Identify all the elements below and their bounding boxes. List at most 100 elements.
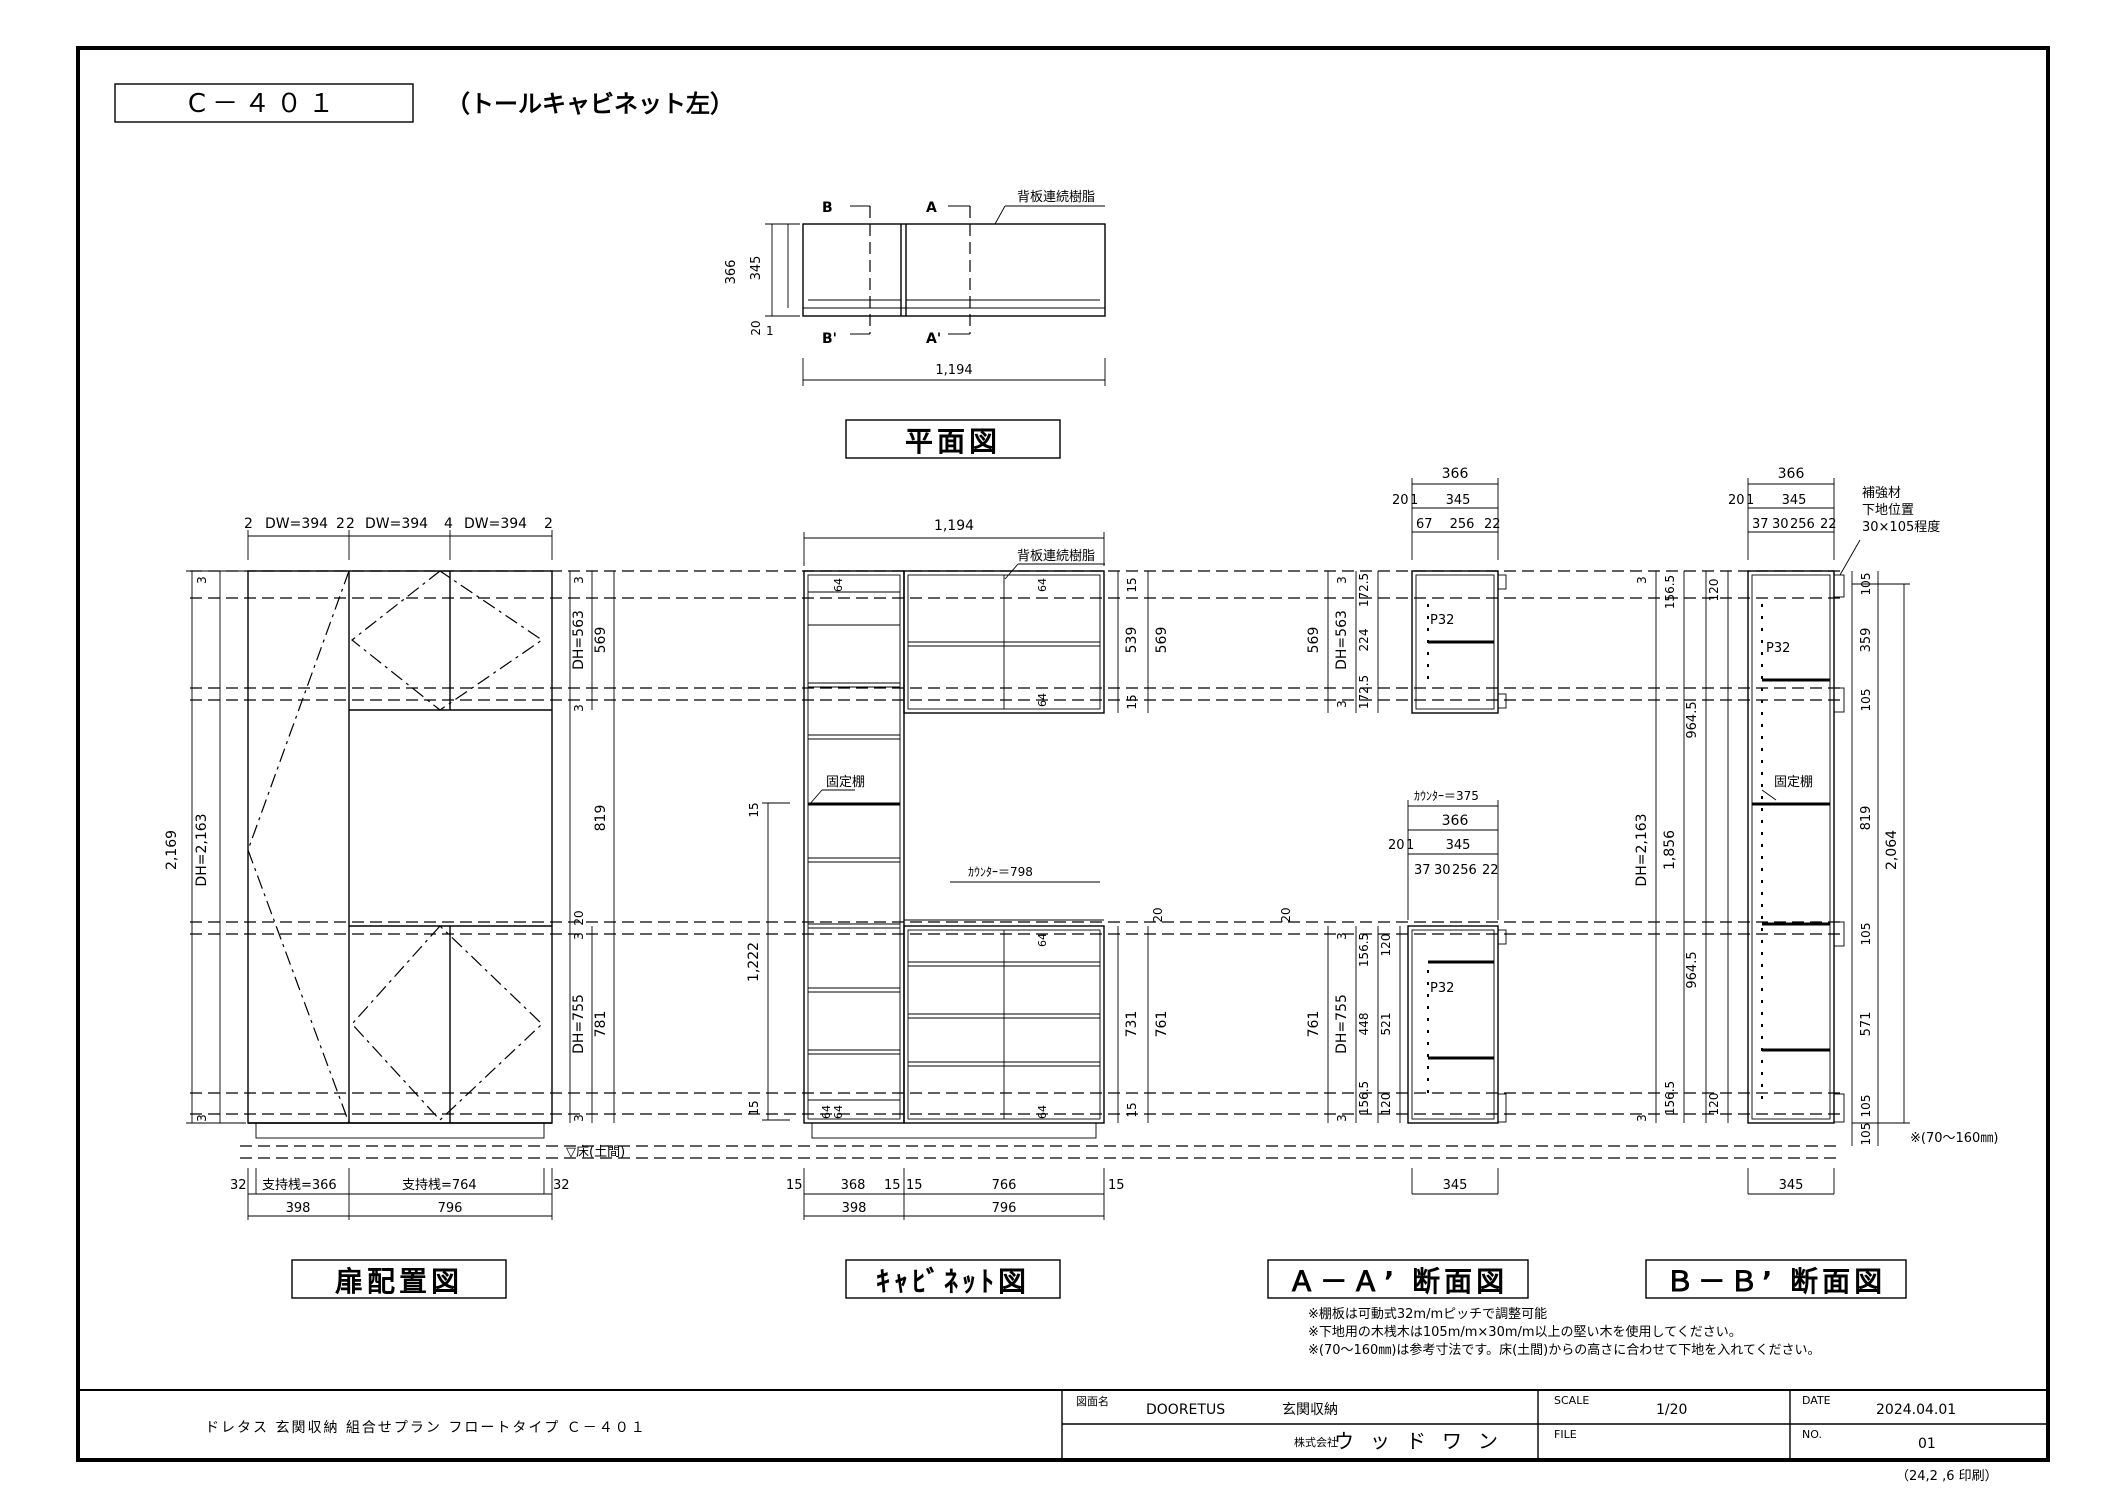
aa-lower-1565a: 156.5 bbox=[1357, 933, 1371, 967]
door-right-dim-781: 781 bbox=[593, 1011, 609, 1038]
cab-right-539: 539 bbox=[1124, 627, 1140, 654]
door-right-dim-3c: 3 bbox=[572, 932, 586, 940]
aa-upper-224: 224 bbox=[1357, 629, 1371, 652]
bb-left-120b: 120 bbox=[1707, 1093, 1721, 1116]
aa-mid-37: 37 bbox=[1414, 863, 1431, 878]
bb-right-819: 819 bbox=[1859, 806, 1874, 831]
aa-top-345: 345 bbox=[1446, 493, 1471, 508]
bb-left-120a: 120 bbox=[1707, 579, 1721, 602]
bb-top-345: 345 bbox=[1782, 493, 1807, 508]
aa-upper-3b: 3 bbox=[1335, 700, 1349, 708]
cab-bottom-398: 398 bbox=[842, 1201, 867, 1216]
section-a-prime-marker: A' bbox=[926, 331, 941, 347]
plan-view: B B' A A' 背板連続樹脂 366 345 20 1 1,194 平面図 bbox=[724, 190, 1106, 459]
aa-top-67: 67 bbox=[1416, 517, 1433, 532]
plan-dim-1: 1 bbox=[766, 324, 774, 338]
cab-right-15a: 15 bbox=[1125, 577, 1139, 592]
door-view: 2 DW=394 2 2 DW=394 4 DW=394 2 2,169 DH=… bbox=[164, 516, 625, 1299]
cab-inner-bottom-3: 64 bbox=[1036, 1105, 1049, 1119]
bb-right-359: 359 bbox=[1859, 628, 1874, 653]
scale-label: SCALE bbox=[1554, 1394, 1589, 1407]
section-aa: P32 P32 366 20 1 345 67 256 22 569 DH=56… bbox=[1267, 466, 1529, 1299]
aa-lower-761: 761 bbox=[1306, 1011, 1322, 1038]
bb-top-22: 22 bbox=[1820, 517, 1837, 532]
note-3: ※(70～160㎜)は参考寸法です。床(土間)からの高さに合わせて下地を入れてく… bbox=[1308, 1342, 1820, 1358]
aa-counter: ｶｳﾝﾀｰ＝375 bbox=[1414, 789, 1479, 803]
cab-inner-top-2: 64 bbox=[1036, 578, 1049, 592]
door-bottom-32-right: 32 bbox=[553, 1178, 570, 1193]
drawing-name-label: 図面名 bbox=[1076, 1394, 1109, 1408]
cabinet-back-panel-note: 背板連続樹脂 bbox=[1017, 549, 1095, 564]
date-value: 2024.04.01 bbox=[1876, 1402, 1956, 1418]
aa-upper-dh563: DH=563 bbox=[1334, 610, 1350, 670]
no-label: NO. bbox=[1802, 1428, 1822, 1441]
cabinet-view: 固定棚 背板連続樹脂 ｶｳﾝﾀｰ＝798 1,194 64 64 64 64 6… bbox=[746, 518, 1170, 1299]
aa-top-22: 22 bbox=[1484, 517, 1501, 532]
aa-mid-345: 345 bbox=[1446, 838, 1471, 853]
bb-left-1856: 1,856 bbox=[1662, 830, 1678, 870]
door-bottom-32-left: 32 bbox=[230, 1178, 247, 1193]
drawing-subtitle: （トールキャビネット左） bbox=[446, 90, 734, 118]
date-label: DATE bbox=[1802, 1394, 1831, 1407]
plan-width-dim: 1,194 bbox=[935, 363, 972, 378]
bb-right-105c: 105 bbox=[1859, 923, 1873, 946]
plan-view-label: 平面図 bbox=[905, 425, 1001, 458]
cabinet-fixed-shelf: 固定棚 bbox=[826, 775, 865, 790]
cab-bottom-15d: 15 bbox=[1108, 1178, 1125, 1193]
door-right-dh-755: DH=755 bbox=[571, 994, 587, 1054]
door-top-dim-1: 2 bbox=[244, 516, 253, 532]
aa-top-256: 256 bbox=[1450, 517, 1475, 532]
bb-top-1: 1 bbox=[1746, 493, 1754, 508]
plan-dim-345: 345 bbox=[749, 256, 764, 281]
aa-upper-569: 569 bbox=[1306, 627, 1322, 654]
aa-mid-30: 30 bbox=[1434, 863, 1451, 878]
bb-left-1565a: 156.5 bbox=[1663, 575, 1677, 609]
bb-right-105e: 105 bbox=[1859, 1123, 1873, 1146]
cab-inner-top-3: 64 bbox=[1036, 693, 1049, 707]
cab-bottom-15a: 15 bbox=[786, 1178, 803, 1193]
cab-right-15b: 15 bbox=[1125, 694, 1139, 709]
bb-right-105b: 105 bbox=[1859, 689, 1873, 712]
door-top-dim-8: 2 bbox=[544, 516, 553, 532]
drawing-name-jp: 玄関収納 bbox=[1282, 1401, 1338, 1418]
scale-value: 1/20 bbox=[1656, 1402, 1687, 1418]
door-top-dim-7: DW=394 bbox=[464, 516, 527, 532]
door-right-dim-3a: 3 bbox=[572, 576, 586, 584]
drawing-name: DOORETUS bbox=[1146, 1402, 1225, 1418]
door-right-dim-3b: 3 bbox=[572, 704, 586, 712]
aa-mid-1: 1 bbox=[1406, 838, 1414, 853]
cabinet-view-label: ｷｬﾋﾞﾈｯﾄ図 bbox=[876, 1265, 1030, 1298]
drawing-id: C－４０１ bbox=[188, 89, 340, 119]
cab-bottom-368: 368 bbox=[841, 1178, 866, 1193]
aa-pitch-upper: P32 bbox=[1430, 613, 1454, 628]
aa-mid-22: 22 bbox=[1482, 863, 1499, 878]
door-top-dim-2: DW=394 bbox=[265, 516, 328, 532]
section-b-marker: B bbox=[822, 200, 833, 216]
aa-upper-3a: 3 bbox=[1335, 576, 1349, 584]
section-b-prime-marker: B' bbox=[822, 331, 837, 347]
page-frame bbox=[76, 46, 2050, 1462]
aa-lower-1565b: 156.5 bbox=[1357, 1081, 1371, 1115]
note-2: ※下地用の木桟木は105m/m×30m/m以上の堅い木を使用してください。 bbox=[1308, 1324, 1742, 1340]
door-right-dim-569: 569 bbox=[593, 627, 609, 654]
aa-pitch-lower: P32 bbox=[1430, 981, 1454, 996]
door-right-dim-20: 20 bbox=[572, 910, 586, 925]
cab-left-15-top: 15 bbox=[747, 802, 761, 817]
door-total-height: 2,169 bbox=[164, 830, 180, 870]
aa-bottom-345: 345 bbox=[1443, 1178, 1468, 1193]
cabinet-counter: ｶｳﾝﾀｰ＝798 bbox=[968, 865, 1033, 879]
aa-lower-448: 448 bbox=[1357, 1013, 1371, 1036]
door-bottom-support-764: 支持桟=764 bbox=[402, 1178, 477, 1193]
bb-floor-gap: ※(70～160㎜) bbox=[1910, 1131, 1998, 1146]
aa-top-20: 20 bbox=[1392, 493, 1409, 508]
aa-lower-521: 521 bbox=[1379, 1013, 1393, 1036]
bb-reinforce-2: 下地位置 bbox=[1862, 503, 1914, 518]
print-stamp: （24,2 ,6 印刷） bbox=[1896, 1469, 1998, 1484]
project-title: ドレタス 玄関収納 組合せプラン フロートタイプ Ｃ－４０１ bbox=[205, 1419, 647, 1436]
aa-lower-120b: 120 bbox=[1379, 1093, 1393, 1116]
no-value: 01 bbox=[1918, 1436, 1936, 1452]
cab-right-15c: 15 bbox=[1125, 1102, 1139, 1117]
aa-upper-1725a: 172.5 bbox=[1357, 573, 1371, 607]
note-1: ※棚板は可動式32m/mピッチで調整可能 bbox=[1308, 1307, 1547, 1322]
